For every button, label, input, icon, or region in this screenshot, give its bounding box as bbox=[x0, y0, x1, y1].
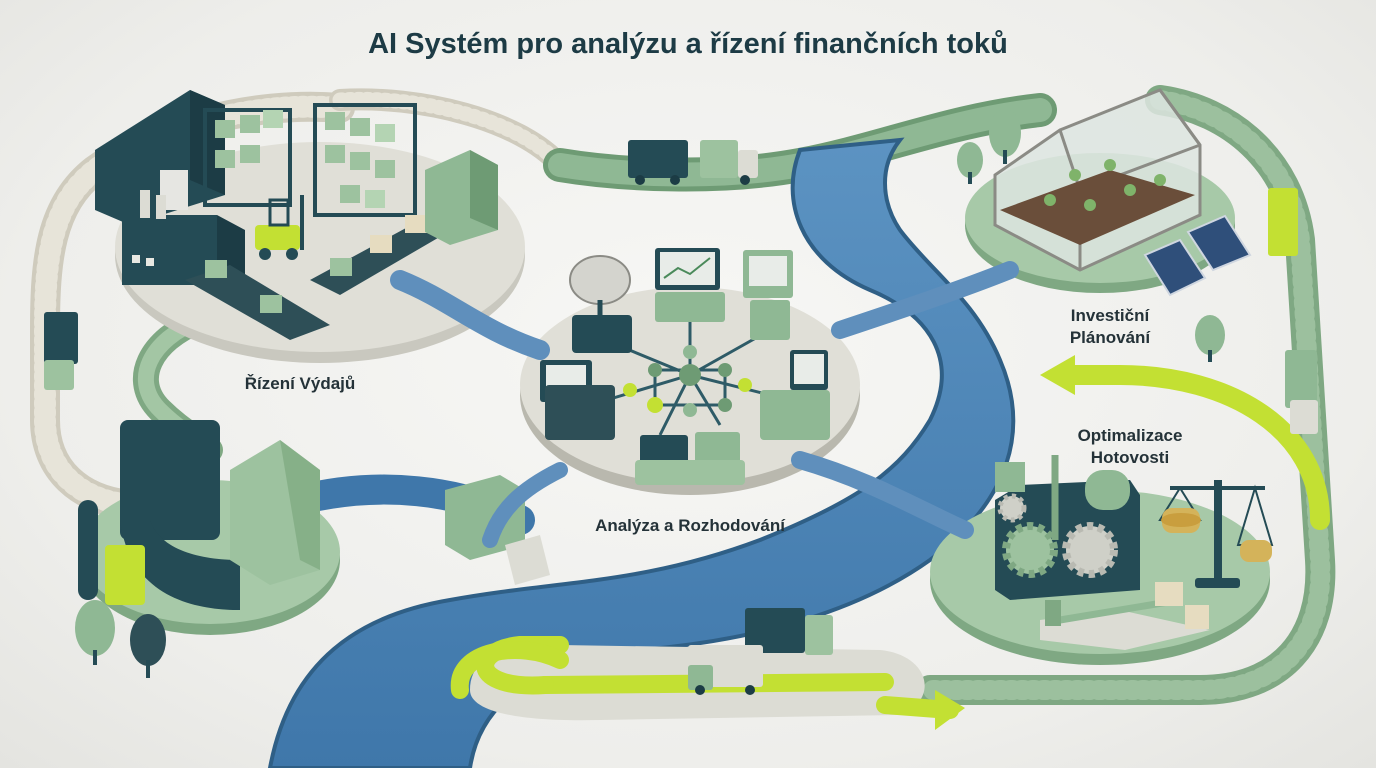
expense-platform bbox=[95, 90, 525, 363]
satellite-dish-icon bbox=[569, 255, 632, 353]
label-investment-line2: Plánování bbox=[1069, 328, 1151, 347]
building-block-icon bbox=[425, 150, 498, 245]
balance-scale-icon bbox=[1158, 480, 1274, 588]
monitor-chart-icon bbox=[540, 248, 830, 485]
label-expense-management: Řízení Výdajů bbox=[244, 374, 356, 393]
coin-stack-icon bbox=[1161, 508, 1272, 562]
label-investment-line1: Investiční bbox=[1070, 306, 1150, 325]
flow-arrow-icon bbox=[450, 355, 1330, 730]
analysis-platform bbox=[520, 248, 860, 495]
label-cash-optimization: Optimalizace Hotovosti bbox=[1045, 425, 1215, 469]
forklift-icon bbox=[255, 195, 304, 260]
investment-platform bbox=[965, 88, 1252, 297]
label-cash-line1: Optimalizace bbox=[1077, 426, 1183, 445]
solar-panel-icon bbox=[1143, 214, 1252, 297]
cash-platform bbox=[930, 455, 1274, 665]
conveyor-icon bbox=[185, 215, 455, 340]
seesaw-icon bbox=[1040, 582, 1210, 650]
greenhouse-icon bbox=[993, 88, 1202, 272]
tree-icon bbox=[75, 109, 1225, 678]
storage-shelf-icon bbox=[203, 103, 417, 217]
label-cash-line2: Hotovosti bbox=[1090, 448, 1170, 467]
gear-icon bbox=[997, 493, 1118, 578]
truck-icon bbox=[44, 140, 1318, 695]
building-platform bbox=[78, 420, 340, 635]
warehouse-icon bbox=[95, 90, 225, 225]
connector-road bbox=[390, 261, 1019, 548]
label-analysis-decision: Analýza a Rozhodování bbox=[595, 516, 785, 535]
page-title: AI Systém pro analýzu a řízení finančníc… bbox=[368, 28, 1008, 60]
label-investment-planning: Investiční Plánování bbox=[1040, 305, 1180, 349]
